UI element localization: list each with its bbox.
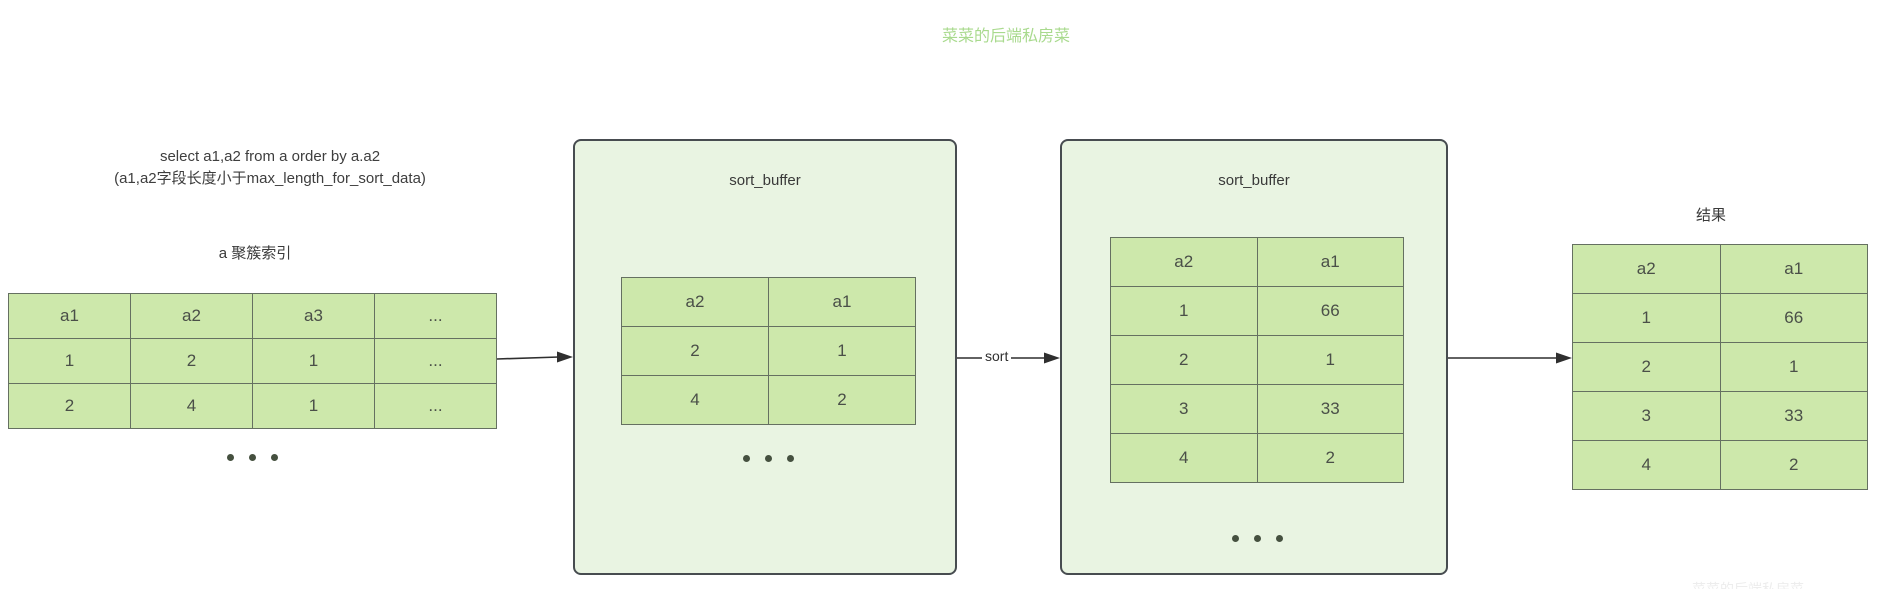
dot-icon <box>271 454 278 461</box>
result-label: 结果 <box>1695 207 1726 224</box>
ellipsis-dots-icon <box>227 454 278 461</box>
table-cell: 4 <box>621 375 769 425</box>
sort-buffer-1-title: sort_buffer <box>729 172 801 189</box>
table-cell: 33 <box>1719 391 1868 441</box>
table-cell: 4 <box>1572 440 1721 490</box>
table-cell: 1 <box>252 338 375 384</box>
table-header-cell: a2 <box>1572 244 1721 294</box>
clustered-index-label: a 聚簇索引 <box>218 245 292 262</box>
ellipsis-dots-icon <box>1232 535 1283 542</box>
table-cell: 1 <box>252 383 375 429</box>
table-cell: 2 <box>768 375 916 425</box>
table-cell: 1 <box>1256 335 1404 385</box>
table-cell: 1 <box>768 326 916 376</box>
table-cell: 33 <box>1256 384 1404 434</box>
watermark-text-top: 菜菜的后端私房菜 <box>942 28 1071 45</box>
sort-arrow-label: sort <box>982 348 1012 364</box>
table-header-cell: a3 <box>252 293 375 339</box>
table-cell: 66 <box>1719 293 1868 343</box>
dot-icon <box>1276 535 1283 542</box>
ellipsis-dots-icon <box>743 455 794 462</box>
table-header-cell: a2 <box>621 277 769 327</box>
dot-icon <box>765 455 772 462</box>
sql-query-line1: select a1,a2 from a order by a.a2 <box>159 148 381 165</box>
table-cell: 2 <box>1256 433 1404 483</box>
dot-icon <box>227 454 234 461</box>
table-cell: 2 <box>621 326 769 376</box>
table-header-cell: a2 <box>130 293 253 339</box>
dot-icon <box>249 454 256 461</box>
table-cell: 3 <box>1572 391 1721 441</box>
table-cell: 4 <box>130 383 253 429</box>
table-cell: 4 <box>1110 433 1258 483</box>
dot-icon <box>1232 535 1239 542</box>
table-cell: ... <box>374 383 497 429</box>
arrow-index-to-buffer1 <box>496 351 573 363</box>
dot-icon <box>787 455 794 462</box>
table-cell: 3 <box>1110 384 1258 434</box>
table-header-cell: a1 <box>768 277 916 327</box>
table-cell: 1 <box>1572 293 1721 343</box>
dot-icon <box>1254 535 1261 542</box>
table-cell: ... <box>374 338 497 384</box>
watermark-text-bottom: 菜菜的后端私房菜 <box>1692 581 1804 589</box>
sort-buffer-2-title: sort_buffer <box>1218 172 1290 189</box>
arrow-buffer2-to-result <box>1448 352 1572 364</box>
table-cell: 1 <box>8 338 131 384</box>
table-header-cell: a1 <box>1256 237 1404 287</box>
table-header-cell: a2 <box>1110 237 1258 287</box>
sql-query-annotation: select a1,a2 from a order by a.a2 (a1,a2… <box>60 146 480 190</box>
table-cell: 2 <box>8 383 131 429</box>
table-cell: 2 <box>130 338 253 384</box>
table-header-cell: ... <box>374 293 497 339</box>
table-cell: 2 <box>1572 342 1721 392</box>
table-header-cell: a1 <box>1719 244 1868 294</box>
sql-query-line2: (a1,a2字段长度小于max_length_for_sort_data) <box>114 170 426 187</box>
table-cell: 2 <box>1110 335 1258 385</box>
table-cell: 1 <box>1110 286 1258 336</box>
table-cell: 66 <box>1256 286 1404 336</box>
table-cell: 1 <box>1719 342 1868 392</box>
table-header-cell: a1 <box>8 293 131 339</box>
dot-icon <box>743 455 750 462</box>
table-cell: 2 <box>1719 440 1868 490</box>
